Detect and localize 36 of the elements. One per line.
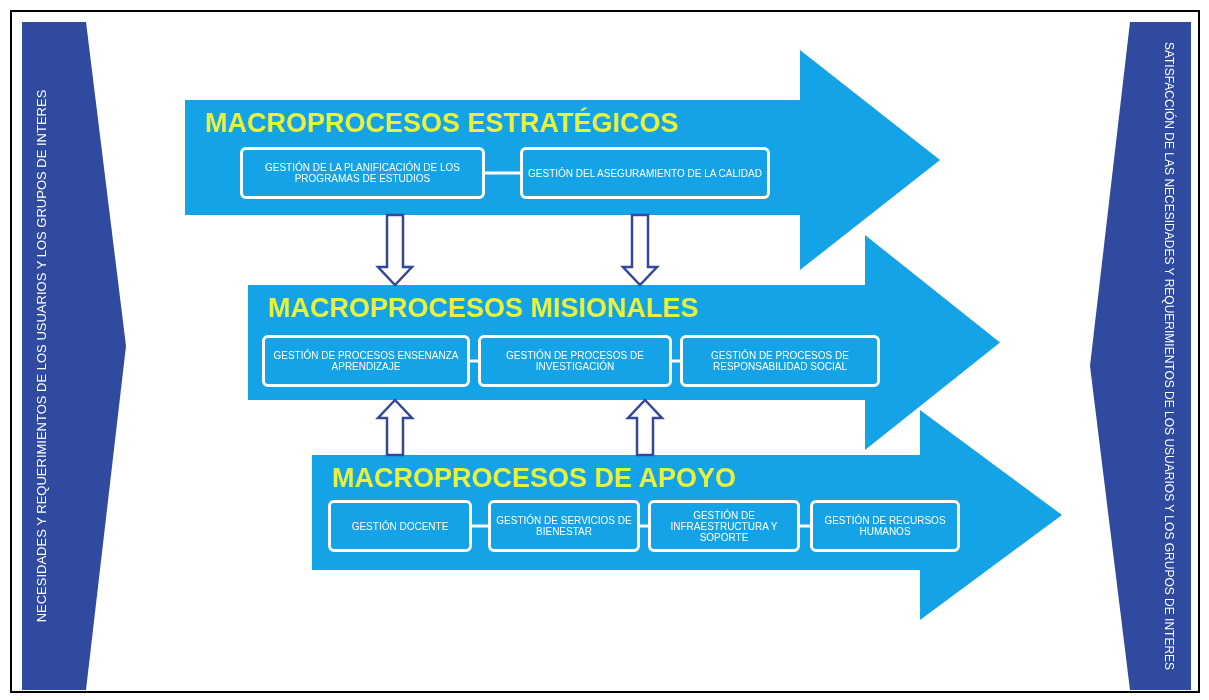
process-label: GESTIÓN DE SERVICIOS DE BIENESTAR	[495, 515, 633, 537]
connector-line	[485, 171, 520, 175]
process-box	[520, 147, 770, 199]
process-arrow	[312, 410, 1062, 620]
process-box	[262, 335, 470, 387]
input-band	[22, 22, 126, 690]
connector-line	[672, 359, 680, 363]
group-title: MACROPROCESOS DE APOYO	[332, 465, 737, 492]
process-label: GESTIÓN DE PROCESOS ENSENANZA APRENDIZAJE	[272, 350, 460, 372]
process-box	[328, 500, 472, 552]
process-arrow	[185, 50, 940, 270]
hollow-arrow	[375, 213, 415, 287]
process-arrow	[248, 235, 1000, 450]
band-label: SATISFACCIÓN DE LAS NECESIDADES Y REQUERIMIENTOS DE LOS USUARIOS Y LOS GRUPOS DE INTERES	[1161, 40, 1178, 673]
process-box	[648, 500, 800, 552]
process-label: GESTIÓN DE PROCESOS DE INVESTIGACIÓN	[505, 350, 645, 372]
connector-line	[640, 524, 648, 528]
group-title: MACROPROCESOS MISIONALES	[268, 295, 699, 322]
process-box	[810, 500, 960, 552]
process-box	[488, 500, 640, 552]
connector-line	[470, 359, 478, 363]
process-box	[478, 335, 672, 387]
process-label: GESTIÓN DE PROCESOS DE RESPONSABILIDAD SOCIAL	[710, 350, 850, 372]
hollow-arrow	[620, 213, 660, 287]
process-label: GESTIÓN DEL ASEGURAMIENTO DE LA CALIDAD	[528, 167, 762, 179]
process-box	[680, 335, 880, 387]
hollow-arrow	[375, 398, 415, 457]
process-label: GESTIÓN DE INFRAESTRUCTURA Y SOPORTE	[669, 509, 779, 543]
connector-line	[472, 524, 488, 528]
connector-line	[800, 524, 810, 528]
band-label: NECESIDADES Y REQUERIMIENTOS DE LOS USUARIOS Y LOS GRUPOS DE INTERES	[33, 88, 50, 625]
process-box	[240, 147, 485, 199]
process-label: GESTIÓN DE RECURSOS HUMANOS	[823, 515, 947, 537]
process-label: GESTIÓN DE LA PLANIFICACIÓN DE LOS PROGRAMAS DE ESTUDIOS	[263, 162, 462, 184]
process-label: GESTIÓN DOCENTE	[351, 520, 449, 532]
hollow-arrow	[625, 398, 665, 457]
